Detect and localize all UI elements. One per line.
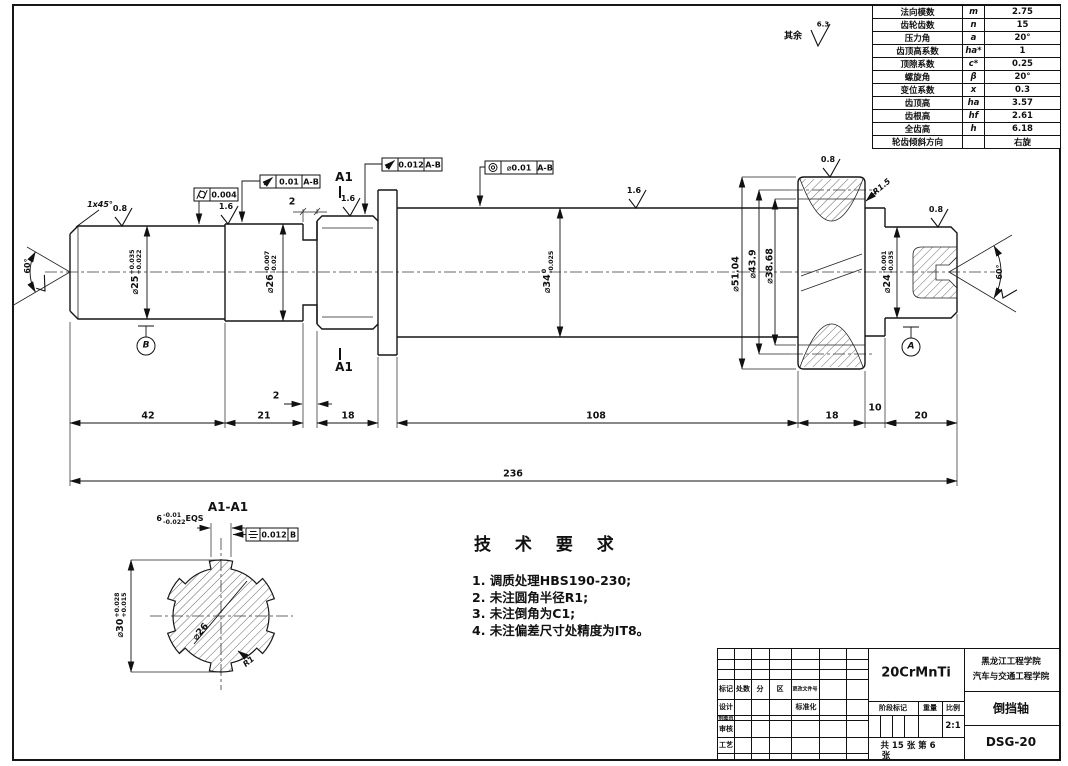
tb-part-name: 倒挡轴 <box>992 701 1030 716</box>
tb-label-design: 设计 <box>719 703 733 711</box>
tech-req-item: 2. 未注圆角半径R1; <box>472 589 589 605</box>
svg-text:A-B: A-B <box>537 164 553 173</box>
tb-label-mark: 标记 <box>719 685 733 693</box>
dia26-leader <box>193 580 248 645</box>
r15-leader <box>865 190 878 202</box>
tb-school-2: 汽车与交通工程学院 <box>972 672 1050 682</box>
runout-icon <box>384 160 395 170</box>
drawing-border <box>12 4 1061 761</box>
tb-label-ratio: 比例 <box>946 704 960 712</box>
tech-req-title: 技 术 要 求 <box>474 535 623 555</box>
tb-label-doc-no: 更改文件号 <box>792 686 818 693</box>
tb-label-weight: 重量 <box>923 704 937 712</box>
tech-req-item: 3. 未注倒角为C1; <box>472 606 576 621</box>
gear-table-row: 轮齿倾斜方向右旋 <box>872 135 1061 149</box>
tech-req-item: 1. 调质处理HBS190-230; <box>472 573 632 588</box>
roughness-icon <box>220 205 239 225</box>
tb-scale: 2:1 <box>945 721 961 731</box>
tb-sheet-info-2: 张 <box>881 751 891 761</box>
dimension-lines <box>69 176 958 673</box>
tb-label-draft: 制图员 <box>718 715 734 721</box>
extension-lines <box>69 176 958 673</box>
symmetry-icon <box>248 531 258 538</box>
technical-requirements: 技 术 要 求 1. 调质处理HBS190-230;2. 未注圆角半径R1;3.… <box>430 530 649 639</box>
svg-text:0.012: 0.012 <box>261 531 286 540</box>
tb-label-zone2: 区 <box>776 685 784 693</box>
tb-label-stage: 阶段标记 <box>879 704 907 712</box>
roughness-icon <box>822 158 841 178</box>
svg-text:0.01: 0.01 <box>279 178 299 187</box>
roughness-symbols <box>114 23 949 228</box>
roughness-icon <box>628 189 647 209</box>
svg-text:A-B: A-B <box>425 161 441 170</box>
tb-school-1: 黑龙江工程学院 <box>981 657 1041 667</box>
tech-req-item: 4. 未注偏差尺寸处精度为IT8。 <box>472 622 650 638</box>
svg-text:⌀0.01: ⌀0.01 <box>507 164 532 173</box>
tb-label-zone1: 分 <box>756 685 764 693</box>
chamfer-leader <box>75 209 100 228</box>
roughness-icon <box>930 208 949 228</box>
tb-label-check: 审核 <box>719 724 733 733</box>
svg-text:B: B <box>290 531 296 540</box>
spline-section-view <box>166 559 276 673</box>
center-hole-section <box>912 246 958 299</box>
roughness-icon <box>114 207 133 227</box>
roughness-icon <box>1000 288 1018 299</box>
roughness-icon <box>36 274 46 292</box>
r1-leader <box>237 650 250 660</box>
cylindricity-icon <box>196 189 208 200</box>
roughness-icon <box>342 197 361 217</box>
datum-symbols <box>136 325 921 357</box>
tb-label-standard: 标准化 <box>795 703 817 711</box>
helix-lines <box>800 253 863 292</box>
tb-sheet-info: 共 15 张 第 6 <box>880 741 936 751</box>
svg-text:0.004: 0.004 <box>211 191 237 200</box>
center-hole-indicators <box>11 234 1018 313</box>
tb-drawing-no: DSG-20 <box>985 735 1037 749</box>
gear-tooth-sections <box>799 178 864 368</box>
svg-text:A-B: A-B <box>303 178 319 187</box>
runout-icon <box>262 177 273 187</box>
tb-material: 20CrMnTi <box>881 665 951 681</box>
tech-req-list: 1. 调质处理HBS190-230;2. 未注圆角半径R1;3. 未注倒角为C1… <box>472 573 649 639</box>
roughness-icon <box>810 23 831 48</box>
gdt-frames: 0.004 0.01 A-B 0.012 A-B ⌀0.01 A-B 0.012… <box>193 157 554 542</box>
tb-label-process: 工艺 <box>719 741 733 749</box>
concentricity-icon <box>488 163 498 172</box>
svg-text:0.012: 0.012 <box>398 161 423 170</box>
t2b-label-count: 处数 <box>736 685 750 693</box>
title-block: 标记 处数 分 区 更改文件号 设计 标准化 制图员 审核 工艺 20CrMnT… <box>717 648 1060 761</box>
